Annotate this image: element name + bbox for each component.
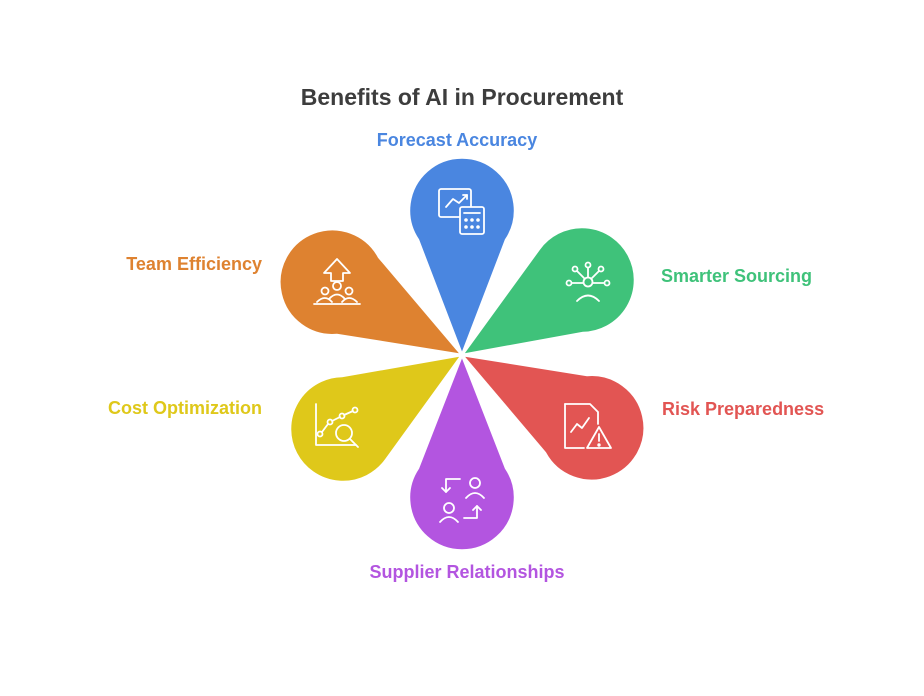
petal-supplier: [407, 351, 517, 552]
petal-supplier-shape: [407, 351, 517, 552]
petal-sourcing-shape: [459, 225, 637, 357]
chart-magnifier-icon: [315, 403, 359, 448]
network-person-icon: [565, 261, 611, 302]
label-forecast-accuracy: Forecast Accuracy: [376, 130, 538, 150]
label-cost-optimization: Cost Optimization: [108, 398, 262, 418]
petal-risk-shape: [458, 353, 646, 482]
document-warning-icon: [564, 403, 612, 449]
page-title: Benefits of AI in Procurement: [300, 84, 624, 110]
label-team-efficiency: Team Efficiency: [126, 254, 262, 274]
petal-risk: [458, 353, 646, 482]
label-risk-preparedness: Risk Preparedness: [662, 399, 825, 419]
people-exchange-icon: [439, 477, 485, 523]
label-supplier-relationships: Supplier Relationships: [369, 562, 565, 582]
petal-forecast-shape: [407, 156, 517, 359]
label-smarter-sourcing: Smarter Sourcing: [661, 266, 813, 286]
team-arrow-up-icon: [313, 258, 361, 305]
petal-cost: [288, 353, 465, 484]
petal-team: [278, 228, 466, 357]
forecast-calculator-icon: [438, 188, 485, 235]
petal-team-shape: [278, 228, 466, 357]
petal-forecast: [407, 156, 517, 359]
petal-cost-shape: [288, 353, 465, 484]
petal-sourcing: [459, 225, 637, 357]
